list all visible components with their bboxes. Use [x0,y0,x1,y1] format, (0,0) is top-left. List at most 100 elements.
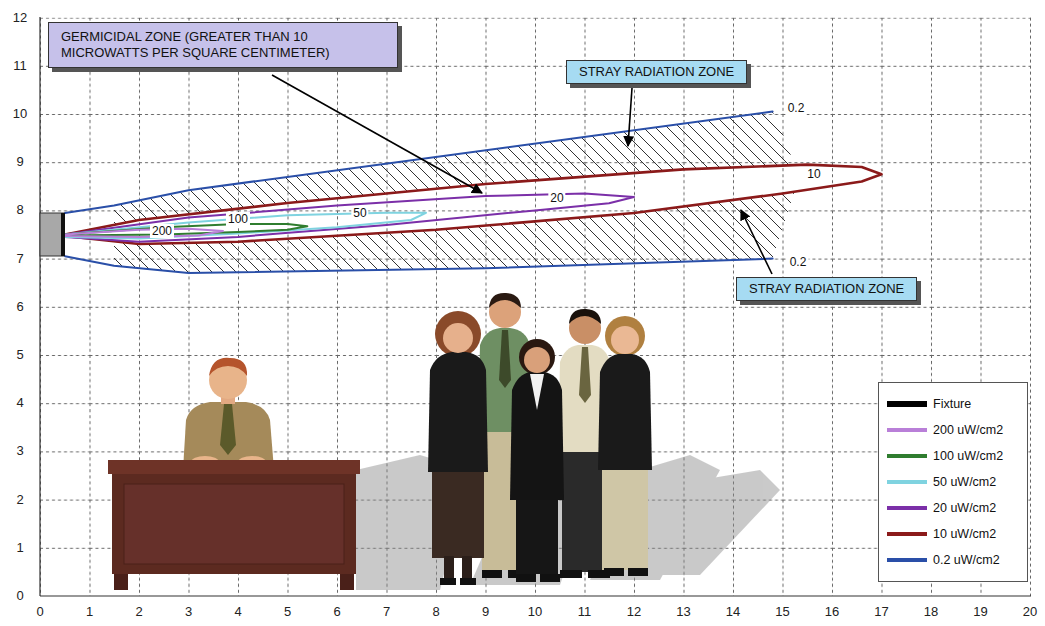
callout-text: STRAY RADIATION ZONE [579,64,734,80]
axis-tick-label: 8 [16,203,23,217]
contour-line [65,112,773,213]
tie [220,404,236,455]
jacket [510,372,564,500]
axis-tick-label: 9 [482,605,489,619]
legend-row: 20 uW/cm2 [887,495,1019,521]
axis-tick-label: 0 [16,589,23,603]
contour-line [65,165,882,244]
shoe [440,578,456,585]
axis-tick-label: 17 [874,605,888,619]
leg [444,556,454,580]
axis-tick-label: 10 [13,107,27,121]
y-axis [39,17,40,596]
hair [435,311,481,357]
contour-value: 50 [351,206,368,220]
axis-tick-label: 0 [36,605,43,619]
axis-tick-label: 16 [825,605,839,619]
legend-text: 10 uW/cm2 [933,527,996,541]
legend-text: 20 uW/cm2 [933,501,996,515]
hair [569,309,601,324]
contour-value: 20 [548,191,565,205]
legend-row: 200 uW/cm2 [887,417,1019,443]
leader-arrow [628,88,632,146]
contour-value: 100 [226,212,250,226]
shoe [628,568,648,576]
shadow [640,470,780,575]
legend-row: 50 uW/cm2 [887,469,1019,495]
axis-tick-label: 5 [284,605,291,619]
person-figure [510,339,564,582]
legend-row: 100 uW/cm2 [887,443,1019,469]
shirt [183,402,274,470]
axis-tick-label: 18 [924,605,938,619]
legend-row: 10 uW/cm2 [887,521,1019,547]
legend-swatch [887,558,927,562]
axis-tick-label: 9 [16,155,23,169]
axis-tick-label: 3 [185,605,192,619]
legend-swatch [887,480,927,484]
person-figure [598,316,652,576]
hair [605,316,645,356]
zone-label-box: STRAY RADIATION ZONE [736,277,917,301]
axis-tick-label: 4 [234,605,241,619]
legend-swatch [887,532,927,536]
callout-text: GERMICIDAL ZONE (GREATER THAN 10 MICROWA… [61,29,385,61]
blouse [530,374,544,410]
axis-tick-label: 7 [383,605,390,619]
shoe [560,570,582,578]
desk [108,460,360,590]
callout-box: GERMICIDAL ZONE (GREATER THAN 10 MICROWA… [48,22,398,68]
hair [209,358,247,376]
zone-label-box: STRAY RADIATION ZONE [566,60,747,84]
person-figure [428,311,488,585]
leg [462,556,472,580]
legend-swatch [887,401,927,407]
leader-arrow [272,75,482,193]
head [611,326,639,354]
fixture [40,213,64,256]
tie [499,330,511,388]
shoe [516,574,536,582]
person-figure [183,358,274,470]
fixture-lens [61,213,65,256]
axis-tick-label: 4 [16,396,23,410]
axis-tick-label: 2 [135,605,142,619]
axis-tick-label: 13 [676,605,690,619]
desk-top [108,460,360,474]
contour-line [65,213,426,239]
trousers [602,468,648,570]
trousers [516,498,558,574]
legend-text: 100 uW/cm2 [933,449,1003,463]
axis-tick-label: 3 [16,444,23,458]
axis-tick-label: 10 [528,605,542,619]
legend-text: 200 uW/cm2 [933,423,1003,437]
hair [519,339,555,375]
head [524,347,550,373]
desk-leg [114,574,128,590]
legend-row: 0.2 uW/cm2 [887,547,1019,573]
grid-line [1030,18,1031,596]
stray-hatch [114,112,795,273]
contour-line [65,229,223,237]
x-axis [40,595,1031,596]
axis-tick-label: 11 [578,605,592,619]
desk-leg [340,574,354,590]
axis-tick-label: 6 [16,300,23,314]
legend-text: Fixture [933,397,971,411]
hair [489,293,521,308]
shoe [460,578,476,585]
shoe [540,574,560,582]
grid [40,18,1030,596]
callout-text: STRAY RADIATION ZONE [749,281,904,297]
axis-tick-label: 12 [627,605,641,619]
desk-panel [124,484,344,564]
legend-row: Fixture [887,391,1019,417]
axis-tick-label: 15 [775,605,789,619]
jacket [428,352,488,472]
contour-value: 0.2 [788,255,809,269]
contour-line [65,256,773,273]
axis-tick-label: 8 [432,605,439,619]
legend-box: Fixture 200 uW/cm2 100 uW/cm2 50 uW/cm2 20 u… [878,382,1028,582]
desk-front [112,474,356,574]
shoe [604,568,624,576]
